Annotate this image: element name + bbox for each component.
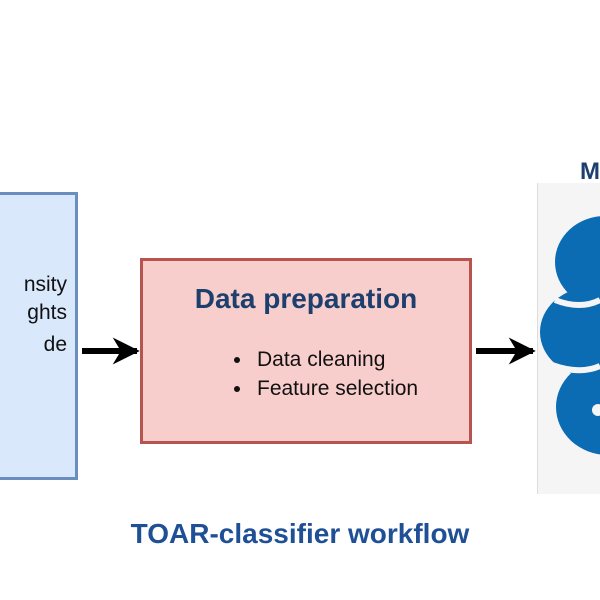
bullet-feature-selection: Feature selection bbox=[253, 374, 418, 403]
input-box-line-1: nsity bbox=[23, 273, 67, 296]
bullet-data-cleaning: Data cleaning bbox=[253, 345, 418, 374]
workflow-caption: TOAR-classifier workflow bbox=[130, 518, 470, 549]
input-box-line-3: de bbox=[43, 333, 67, 356]
model-logo-icon bbox=[540, 216, 600, 455]
data-preparation-title: Data preparation bbox=[194, 283, 418, 314]
data-preparation-list: Data cleaning Feature selection bbox=[223, 345, 418, 403]
data-preparation-box: Data preparation Data cleaning Feature s… bbox=[140, 258, 472, 444]
model-box-title: M bbox=[580, 158, 600, 185]
input-box-line-2: ghts bbox=[27, 301, 67, 324]
input-box: nsity ghts de bbox=[0, 192, 78, 480]
